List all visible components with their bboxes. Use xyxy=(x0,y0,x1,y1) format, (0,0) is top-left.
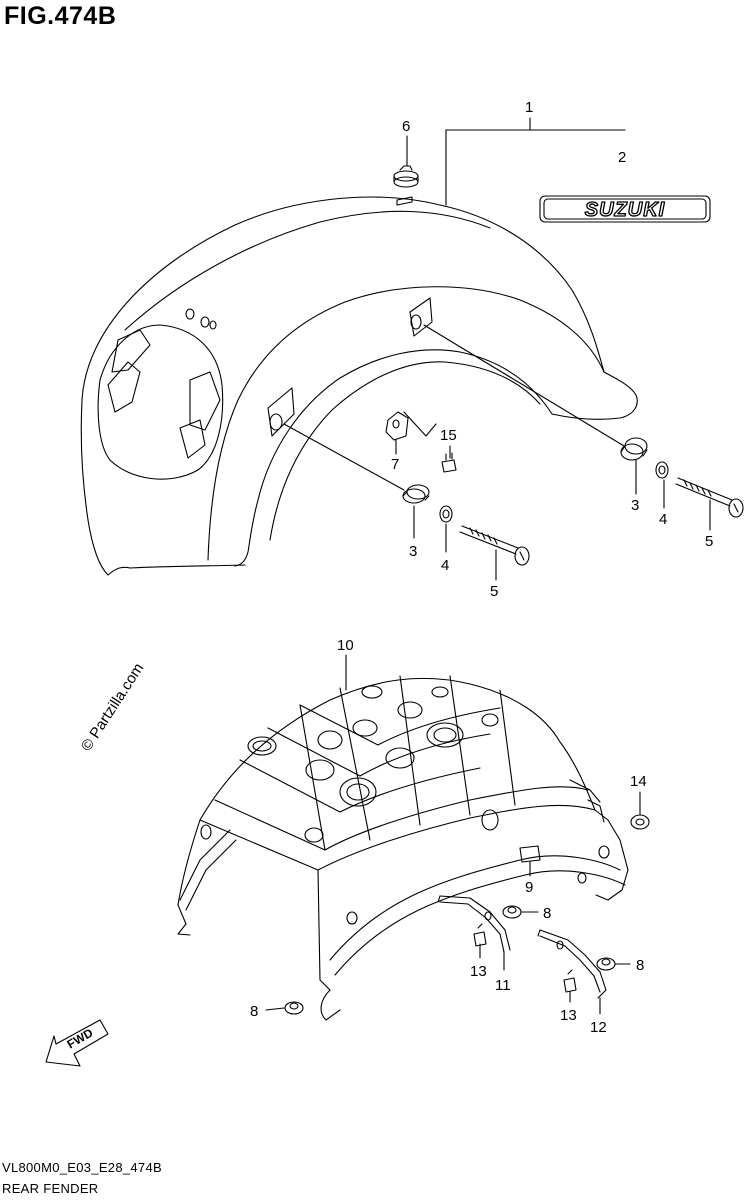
screw-15[interactable] xyxy=(441,452,457,473)
callout-9[interactable]: 9 xyxy=(525,879,533,896)
callout-5[interactable]: 5 xyxy=(490,583,498,600)
rear-fender[interactable] xyxy=(80,196,638,576)
spacer-3-left[interactable] xyxy=(402,484,430,504)
callout-4[interactable]: 4 xyxy=(441,557,449,574)
callout-10[interactable]: 10 xyxy=(337,637,354,654)
suzuki-emblem[interactable]: SUZUKI xyxy=(539,195,711,223)
nut-8-left[interactable] xyxy=(284,1001,304,1015)
bracket-12[interactable] xyxy=(537,929,607,999)
bolt-5-left[interactable] xyxy=(459,525,530,566)
callout-13[interactable]: 13 xyxy=(470,963,487,980)
callout-14[interactable]: 14 xyxy=(630,773,647,790)
washer-4-right[interactable] xyxy=(655,461,669,479)
spacer-3-right[interactable] xyxy=(620,437,648,461)
callout-15[interactable]: 15 xyxy=(440,427,457,444)
callout-11[interactable]: 11 xyxy=(495,977,511,994)
figure-title: FIG.474B xyxy=(4,2,117,30)
nut-8-right[interactable] xyxy=(596,957,616,971)
fwd-label: FWD xyxy=(65,1025,96,1051)
bracket-11[interactable] xyxy=(437,895,511,953)
clip-13-left[interactable] xyxy=(473,923,487,947)
leader-lines-lower xyxy=(265,654,641,1015)
callout-2[interactable]: 2 xyxy=(618,149,626,166)
nut-14[interactable] xyxy=(630,814,650,830)
suzuki-logo-text: SUZUKI xyxy=(585,199,665,221)
callout-8[interactable]: 8 xyxy=(543,905,551,922)
leader-lines-upper xyxy=(283,117,711,581)
callout-13[interactable]: 13 xyxy=(560,1007,577,1024)
callout-1[interactable]: 1 xyxy=(525,99,533,116)
label-9[interactable] xyxy=(519,845,541,863)
bolt-5-right[interactable] xyxy=(675,477,744,518)
callout-5[interactable]: 5 xyxy=(705,533,713,550)
figure-name: REAR FENDER xyxy=(2,1181,99,1196)
callout-4[interactable]: 4 xyxy=(659,511,667,528)
forward-arrow: FWD xyxy=(45,1019,109,1067)
nut-8-top[interactable] xyxy=(502,905,522,919)
callout-labels: 1 2 3 3 4 4 5 5 6 7 15 10 14 9 8 8 8 13 … xyxy=(250,99,713,1036)
callout-8[interactable]: 8 xyxy=(250,1003,258,1020)
callout-8[interactable]: 8 xyxy=(636,957,644,974)
grommet-6[interactable] xyxy=(393,165,419,188)
callout-6[interactable]: 6 xyxy=(402,118,410,135)
nut-7[interactable] xyxy=(385,411,409,441)
clip-13-right[interactable] xyxy=(563,969,577,993)
washer-4-left[interactable] xyxy=(439,505,453,523)
callout-3[interactable]: 3 xyxy=(409,543,417,560)
figure-code: VL800M0_E03_E28_474B xyxy=(2,1160,162,1175)
rear-fender-inner[interactable] xyxy=(177,675,629,1021)
callout-7[interactable]: 7 xyxy=(391,456,399,473)
callout-3[interactable]: 3 xyxy=(631,497,639,514)
callout-12[interactable]: 12 xyxy=(590,1019,607,1036)
